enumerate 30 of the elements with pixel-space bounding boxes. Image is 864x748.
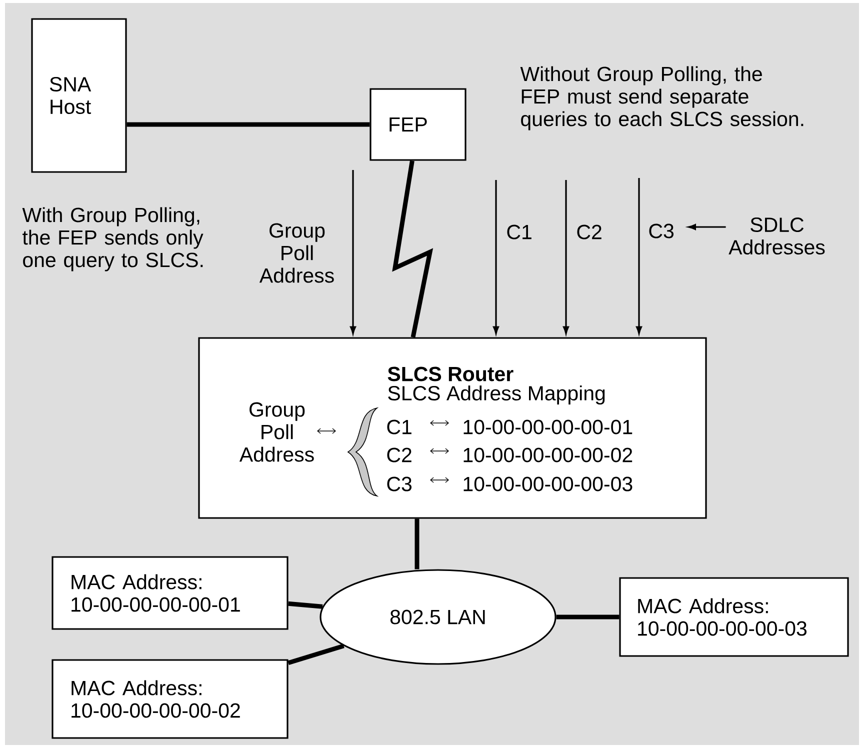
- mapping-label: 10-00-00-00-00-01: [464, 420, 632, 434]
- connector-line: [288, 601, 323, 609]
- edge-label: C1: [507, 224, 532, 240]
- edge-label: C2: [577, 224, 602, 240]
- fep-box: FEP: [370, 88, 466, 161]
- host-box: SNA Host: [31, 18, 127, 173]
- note-text: Without Group Polling, the FEP must send separate queries to each SLCS session.: [520, 66, 804, 130]
- mapping-label: 10-00-00-00-00-02: [464, 448, 632, 462]
- arrow: [636, 178, 642, 334]
- connector-line: [126, 122, 370, 127]
- mapping-label: C1: [387, 420, 412, 434]
- edge-label: Group Poll Address: [259, 223, 334, 283]
- arrow: [563, 180, 570, 334]
- mac-box: MAC Address: 10-00-00-00-00-01: [52, 556, 288, 630]
- arrow: [493, 180, 500, 334]
- mapping-label: C3: [387, 476, 412, 492]
- connector-line: [556, 614, 620, 620]
- mapping-label: C2: [387, 448, 412, 462]
- connector-line: [414, 518, 420, 570]
- mapping-label: Group Poll Address: [239, 402, 314, 462]
- connector-line: [288, 644, 344, 666]
- note-text: With Group Polling, the FEP sends only one query to SLCS.: [22, 207, 204, 272]
- callout-text: SDLC Addresses: [728, 218, 825, 255]
- mapping-label: 10-00-00-00-00-03: [464, 476, 632, 492]
- arrow: [350, 170, 356, 334]
- mac-box: MAC Address: 10-00-00-00-00-02: [52, 659, 288, 739]
- mac-box: MAC Address: 10-00-00-00-00-03: [619, 577, 849, 657]
- edge-label: C3: [649, 224, 674, 238]
- connector-line: [392, 160, 434, 338]
- arrow: [688, 224, 726, 230]
